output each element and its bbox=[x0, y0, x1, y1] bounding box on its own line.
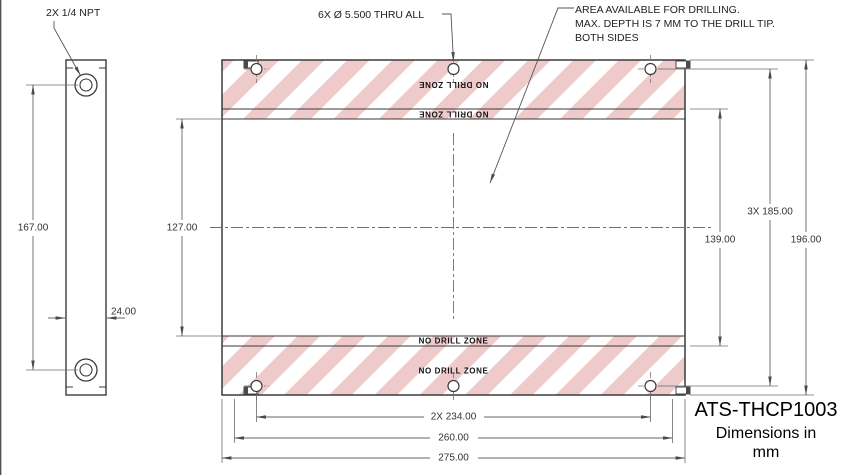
dim-inner-height: 139.00 bbox=[690, 108, 736, 347]
dim-hole-cols: 2X 234.00 bbox=[256, 393, 651, 423]
callout-npt-leader bbox=[53, 21, 81, 76]
npt-port-bottom-inner bbox=[79, 363, 93, 377]
units-note-line2: mm bbox=[753, 444, 780, 461]
dim-drill-height: 127.00 bbox=[167, 118, 222, 337]
callout-holes-label: 6X Ø 5.500 THRU ALL bbox=[318, 9, 424, 21]
front-view: NO DRILL ZONE NO DRILL ZONE NO DRILL ZON… bbox=[210, 55, 714, 400]
callout-drill-area: AREA AVAILABLE FOR DRILLING. MAX. DEPTH … bbox=[489, 4, 775, 184]
callout-drill-area-line1: AREA AVAILABLE FOR DRILLING. bbox=[575, 4, 740, 16]
dim-plate-width-label: 275.00 bbox=[438, 453, 469, 464]
dim-port-spacing-label: 167.00 bbox=[18, 223, 49, 234]
dim-hole-rows: 3X 185.00 bbox=[658, 68, 793, 387]
callout-npt: 2X 1/4 NPT bbox=[46, 7, 101, 76]
hole-top-middle bbox=[447, 62, 460, 76]
side-view-outline bbox=[65, 59, 107, 396]
callout-npt-label: 2X 1/4 NPT bbox=[46, 7, 101, 19]
dim-inner-width-label: 260.00 bbox=[438, 433, 469, 444]
hole-bottom-left bbox=[250, 379, 263, 393]
callout-holes-leader bbox=[442, 13, 455, 62]
no-drill-zone-label-bottom-outer: NO DRILL ZONE bbox=[419, 367, 489, 376]
hole-bottom-middle bbox=[447, 379, 460, 393]
dim-plate-height: 196.00 bbox=[690, 59, 822, 396]
npt-port-top-inner bbox=[79, 78, 93, 92]
units-note-line1: Dimensions in bbox=[716, 425, 816, 442]
callout-drill-area-line2: MAX. DEPTH IS 7 MM TO THE DRILL TIP. bbox=[575, 18, 775, 30]
dim-hole-rows-label: 3X 185.00 bbox=[747, 207, 793, 218]
callout-drill-area-line3: BOTH SIDES bbox=[575, 32, 639, 44]
dim-plate-height-label: 196.00 bbox=[791, 235, 822, 246]
dim-plate-width: 275.00 bbox=[221, 399, 686, 464]
hole-top-right bbox=[644, 62, 657, 76]
dim-port-spacing: 167.00 bbox=[18, 84, 78, 371]
no-drill-zone-label-bottom-inner: NO DRILL ZONE bbox=[419, 337, 489, 346]
callout-holes: 6X Ø 5.500 THRU ALL bbox=[318, 9, 455, 62]
callout-drill-area-leader bbox=[489, 7, 574, 184]
no-drill-zone-label-top-outer: NO DRILL ZONE bbox=[418, 80, 488, 89]
dim-inner-height-label: 139.00 bbox=[705, 235, 736, 246]
thru-holes bbox=[250, 62, 657, 393]
hole-bottom-right bbox=[644, 379, 657, 393]
dim-hole-cols-label: 2X 234.00 bbox=[431, 412, 477, 423]
dim-side-thickness-label: 24.00 bbox=[111, 307, 136, 318]
dim-inner-width: 260.00 bbox=[234, 399, 673, 444]
hole-top-left bbox=[250, 62, 263, 76]
side-view bbox=[65, 59, 107, 396]
part-number: ATS-THCP1003 bbox=[694, 399, 837, 421]
title-block: ATS-THCP1003 Dimensions in mm bbox=[694, 399, 837, 461]
no-drill-zone-label-top-inner: NO DRILL ZONE bbox=[418, 110, 488, 119]
dim-drill-height-label: 127.00 bbox=[167, 223, 198, 234]
dim-side-thickness: 24.00 bbox=[48, 307, 136, 320]
